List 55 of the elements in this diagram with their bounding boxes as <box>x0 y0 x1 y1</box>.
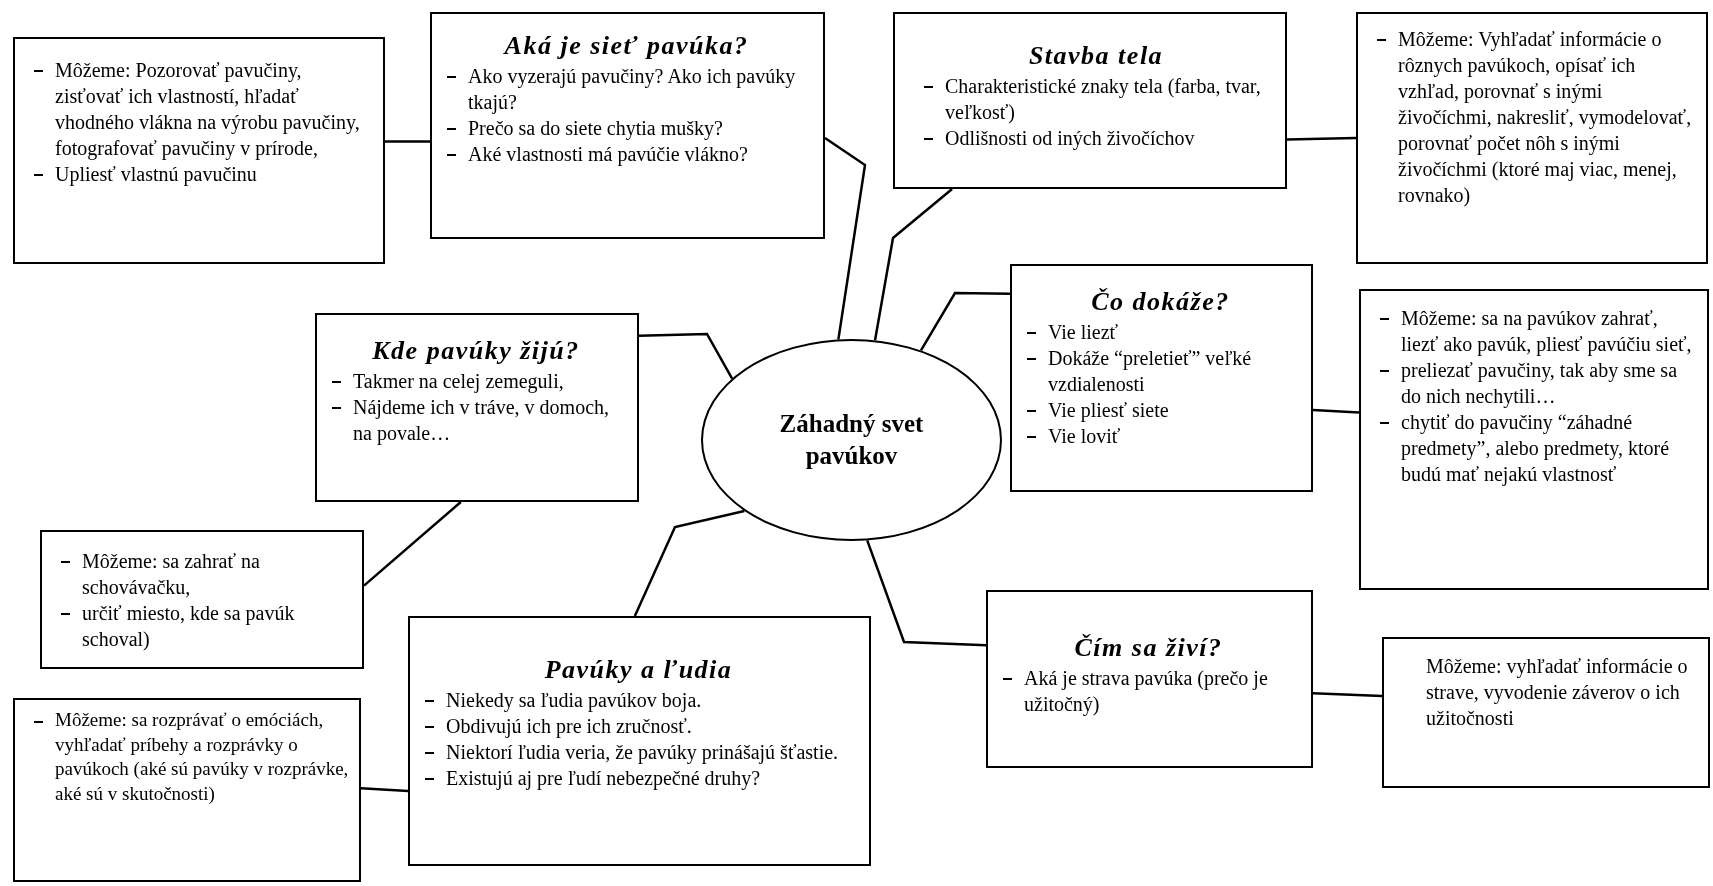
list-item: Charakteristické znaky tela (farba, tvar, veľkosť) <box>917 72 1275 125</box>
topic-box <box>408 616 871 866</box>
topic-heading: Aká je sieť pavúka? <box>502 30 750 62</box>
topic-box <box>1382 637 1710 788</box>
list-item: chytiť do pavučiny “záhadné predmety”, alebo predmety, ktoré budú mať nejakú vlastnosť <box>1373 409 1697 487</box>
connector-line <box>1312 408 1360 414</box>
list-item: Vie pliesť siete <box>1020 396 1301 423</box>
topic-box <box>40 530 364 669</box>
topic-box <box>315 313 639 502</box>
list-item: určiť miesto, kde sa pavúk schoval) <box>54 600 352 652</box>
connector-line <box>824 136 867 340</box>
list-item: Upliesť vlastnú pavučinu <box>27 161 373 187</box>
list-item: Takmer na celej zemeguli, <box>325 367 627 394</box>
list-item: Obdivujú ich pre ich zručnosť. <box>418 712 859 739</box>
list-item: Aké vlastnosti má pavúčie vlákno? <box>440 140 813 167</box>
topic-box <box>893 12 1287 189</box>
connector-line <box>919 291 1010 352</box>
connector-line <box>385 140 430 143</box>
topic-box <box>1356 12 1708 264</box>
connector-line <box>1286 136 1357 141</box>
connector-line <box>363 501 462 587</box>
connector-line <box>866 540 987 647</box>
list-item: Vie liezť <box>1020 318 1301 345</box>
topic-box <box>13 37 385 264</box>
topic-box <box>430 12 825 239</box>
topic-box <box>1010 264 1313 492</box>
topic-heading: Stavba tela <box>1027 40 1165 72</box>
text-paragraph: Môžeme: vyhľadať informácie o strave, vyvodenie záverov o ich užitočnosti <box>1425 654 1689 731</box>
list-item: Môžeme: Pozorovať pavučiny, zisťovať ich vlastností, hľadať vhodného vlákna na výrobu pavučiny, fotografovať pavučiny v prírode, <box>27 57 373 161</box>
list-item: Nájdeme ich v tráve, v domoch, na povale… <box>325 393 627 446</box>
list-item: Niektorí ľudia veria, že pavúky prinášajú šťastie. <box>418 738 859 765</box>
topic-title: Záhadný svet pavúkov <box>778 408 925 471</box>
list-item: Ako vyzerajú pavučiny? Ako ich pavúky tkajú? <box>440 62 813 115</box>
topic-heading: Pavúky a ľudia <box>543 654 734 686</box>
list-item: Prečo sa do siete chytia mušky? <box>440 114 813 141</box>
list-item: Existujú aj pre ľudí nebezpečné druhy? <box>418 764 859 791</box>
list-item: Môžeme: Vyhľadať informácie o rôznych pavúkoch, opísať ich vzhľad, porovnať s inými živočíchmi, nakresliť, vymodelovať, porovnať počet nôh s inými živočíchmi (ktoré maj viac, menej, rovnako) <box>1370 26 1696 208</box>
list-item: Vie loviť <box>1020 422 1301 449</box>
list-item: Niekedy sa ľudia pavúkov boja. <box>418 686 859 713</box>
connector-line <box>633 509 745 617</box>
topic-heading: Čo dokáže? <box>1090 286 1231 318</box>
list-item: Odlišnosti od iných živočíchov <box>917 124 1275 151</box>
topic-box <box>986 590 1313 768</box>
connector-line <box>873 188 953 341</box>
connector-line <box>360 786 409 793</box>
topic-box <box>1359 289 1709 590</box>
list-item: Môžeme: sa rozprávať o emóciách, vyhľadať príbehy a rozprávky o pavúkoch (aké sú pavúky v rozprávke, aké sú v skutočnosti) <box>27 708 349 807</box>
list-item: Dokáže “preletieť” veľké vzdialenosti <box>1020 344 1301 397</box>
topic-heading: Kde pavúky žijú? <box>371 335 581 367</box>
list-item: Aká je strava pavúka (prečo je užitočný) <box>996 664 1301 717</box>
list-item: preliezať pavučiny, tak aby sme sa do nich nechytili… <box>1373 357 1697 409</box>
connector-line <box>638 332 734 380</box>
topic-heading: Čím sa živí? <box>1073 632 1224 664</box>
topic-box <box>13 698 361 882</box>
connector-line <box>1312 692 1383 698</box>
